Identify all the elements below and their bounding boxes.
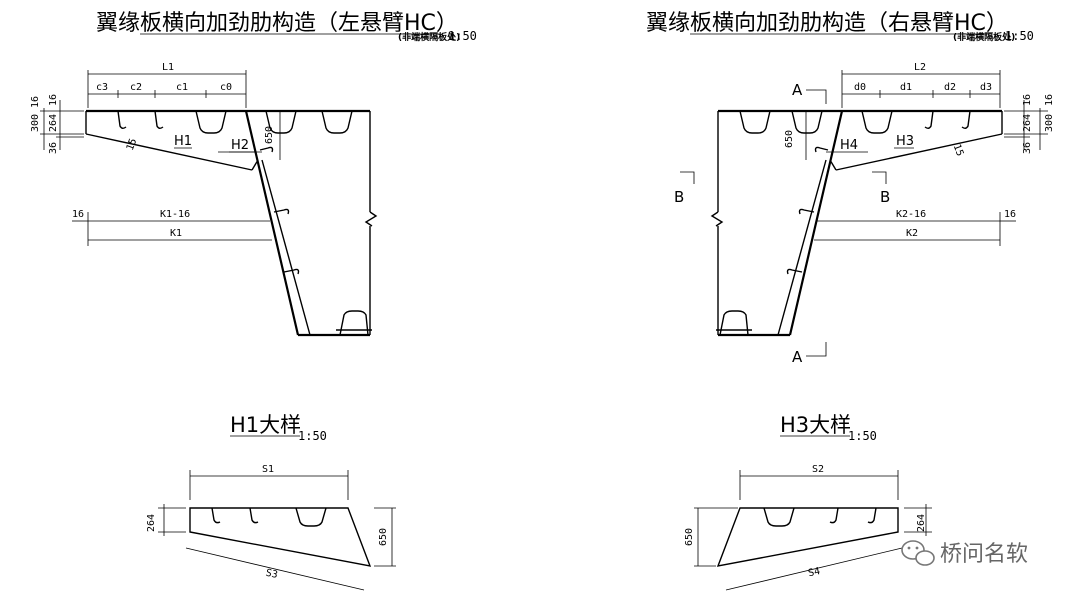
- right-dim-300: 300: [1044, 114, 1055, 132]
- h1-detail-scale: 1:50: [298, 429, 327, 443]
- left-dim-16b: 16: [48, 94, 59, 106]
- right-dim-650: 650: [784, 130, 795, 148]
- left-section: H1 H2 15 650 L1 c3 c2 c1 c0 16 300 16 26…: [30, 62, 378, 337]
- h1-detail-title: H1大样: [230, 413, 301, 437]
- left-scale: 1:50: [448, 29, 477, 43]
- left-dim-k1: K1: [170, 228, 182, 239]
- right-dim-d2: d2: [944, 82, 956, 93]
- h3-detail: H3大样 1:50 S2 264 650 S4: [684, 413, 932, 591]
- right-section-a-top: A: [792, 81, 803, 99]
- right-dim-264: 264: [1022, 114, 1033, 132]
- left-dim-16c: 16: [72, 209, 84, 220]
- left-label-h2: H2: [231, 138, 249, 153]
- watermark-text: 桥问名软: [940, 542, 1028, 567]
- h3-dim-s2: S2: [812, 464, 824, 475]
- h3-dim-650: 650: [684, 528, 695, 546]
- h1-dim-s3: S3: [265, 568, 279, 581]
- right-dim-l2: L2: [914, 62, 926, 73]
- h1-dim-650: 650: [378, 528, 389, 546]
- right-dim-d3: d3: [980, 82, 992, 93]
- left-dim-264: 264: [48, 114, 59, 132]
- h1-dim-264: 264: [146, 514, 157, 532]
- watermark: 桥问名软: [901, 540, 1028, 567]
- right-section-b-left: B: [674, 188, 684, 206]
- right-dim-k2: K2: [906, 228, 918, 239]
- left-dim-36: 36: [48, 142, 59, 154]
- h1-dim-s1: S1: [262, 464, 274, 475]
- right-dim-16c: 16: [1004, 209, 1016, 220]
- h3-detail-scale: 1:50: [848, 429, 877, 443]
- right-section-a-bottom: A: [792, 348, 803, 366]
- left-dim-650: 650: [264, 126, 275, 144]
- left-title: 翼缘板横向加劲肋构造（左悬臂HC）: [96, 11, 458, 36]
- right-dim-k2-16: K2-16: [896, 209, 926, 220]
- right-label-h3: H3: [896, 134, 914, 149]
- left-label-h1: H1: [174, 134, 192, 149]
- h3-dim-s4: S4: [807, 566, 821, 579]
- right-scale: 1:50: [1005, 29, 1034, 43]
- h1-detail: H1大样 1:50 S1 264 650 S3: [146, 413, 396, 591]
- left-dim-300: 300: [30, 114, 41, 132]
- right-dim-16b: 16: [1044, 94, 1055, 106]
- h3-dim-264: 264: [916, 514, 927, 532]
- left-dim-16a: 16: [30, 96, 41, 108]
- right-dim-15: 15: [951, 143, 965, 158]
- right-dim-d1: d1: [900, 82, 912, 93]
- right-dim-36: 36: [1022, 142, 1033, 154]
- right-section: H3 H4 15 650 A A B B L2 d0 d1 d2 d3 16: [674, 62, 1055, 366]
- right-label-h4: H4: [840, 138, 858, 153]
- right-title: 翼缘板横向加劲肋构造（右悬臂HC）: [646, 11, 1008, 36]
- left-dim-c1: c1: [176, 82, 188, 93]
- h3-detail-title: H3大样: [780, 413, 851, 437]
- right-dim-16a: 16: [1022, 94, 1033, 106]
- left-dim-l1: L1: [162, 62, 174, 73]
- right-section-b-right: B: [880, 188, 890, 206]
- left-dim-15: 15: [125, 137, 139, 152]
- left-dim-c0: c0: [220, 82, 232, 93]
- left-note: (非端横隔板处): [398, 31, 460, 43]
- left-dim-c3: c3: [96, 82, 108, 93]
- right-dim-d0: d0: [854, 82, 866, 93]
- left-dim-k1-16: K1-16: [160, 209, 190, 220]
- right-note: (非端横隔板处): [953, 31, 1015, 43]
- left-dim-c2: c2: [130, 82, 142, 93]
- wechat-icon: [901, 540, 935, 566]
